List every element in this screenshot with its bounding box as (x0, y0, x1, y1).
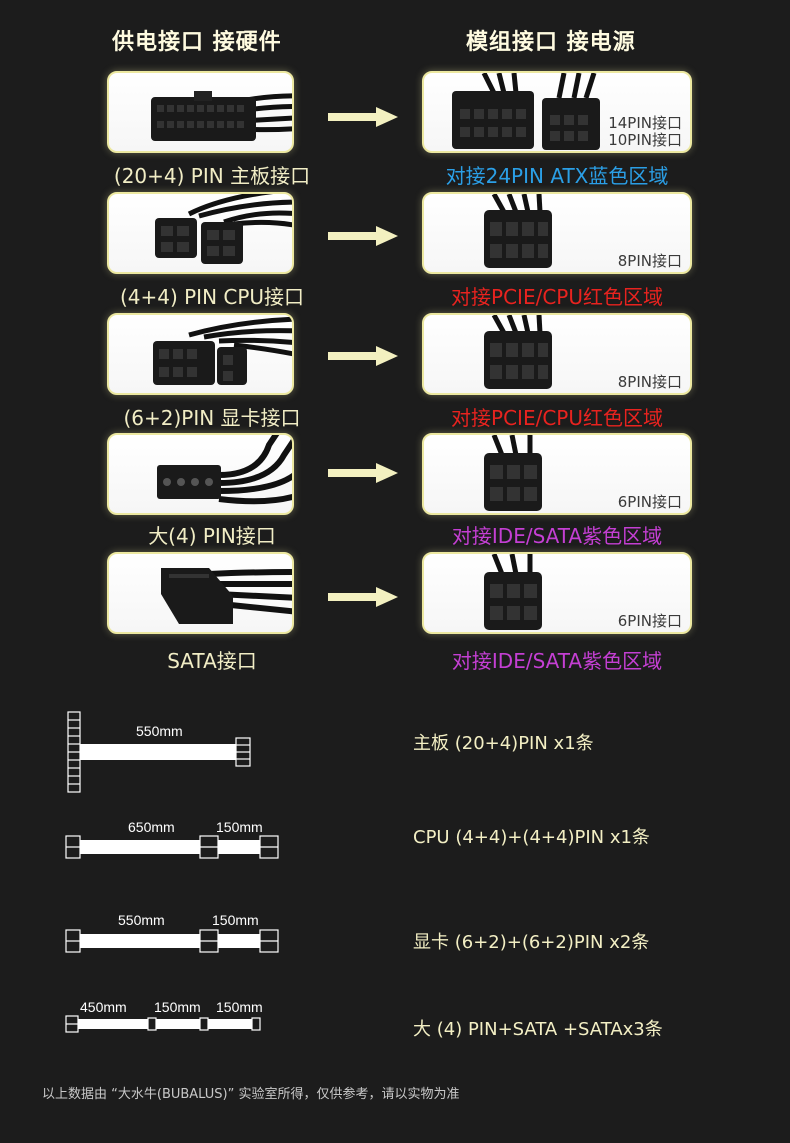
module-6pin-image-b (484, 554, 542, 630)
caption-gpu-target: 对接PCIE/CPU红色区域 (451, 406, 663, 430)
pin-label-8pin-b: 8PIN接口 (617, 373, 682, 391)
arrow-icon (328, 226, 398, 246)
arrow-icon (328, 463, 398, 483)
caption-molex-target: 对接IDE/SATA紫色区域 (451, 524, 663, 548)
cable-diagram-gpu: 550mm 150mm (65, 912, 279, 953)
card-24pin-connector (107, 71, 294, 153)
connector-cpu-image (155, 194, 292, 264)
connector-gpu-image (153, 316, 292, 385)
connector-molex-image (157, 435, 292, 505)
pin-label-14-10: 14PIN接口 10PIN接口 (608, 115, 682, 149)
pin-label-6pin-b: 6PIN接口 (617, 612, 682, 630)
caption-24pin: (20+4) PIN 主板接口 (113, 164, 311, 188)
header-power-side: 供电接口 接硬件 (112, 30, 282, 55)
card-gpu-connector (107, 313, 294, 395)
connector-24pin-image (151, 91, 292, 141)
module-14-10pin-image (452, 73, 600, 150)
cable-diagram-cpu: 650mm 150mm (65, 819, 279, 859)
module-8pin-image-a (484, 194, 552, 268)
card-6pin-module-a: 6PIN接口 (422, 433, 692, 515)
caption-cpu: (4+4) PIN CPU接口 (119, 285, 305, 309)
card-sata-connector (107, 552, 294, 634)
caption-sata-target: 对接IDE/SATA紫色区域 (451, 649, 663, 673)
pin-label-6pin-a: 6PIN接口 (617, 493, 682, 511)
spec-gpu: 显卡 (6+2)+(6+2)PIN x2条 (413, 932, 650, 953)
card-molex-connector (107, 433, 294, 515)
length-label: 550mm (136, 723, 183, 739)
header-module-side: 模组接口 接电源 (466, 30, 636, 55)
card-14-10pin-module: 14PIN接口 10PIN接口 (422, 71, 692, 153)
card-8pin-module-b: 8PIN接口 (422, 313, 692, 395)
module-8pin-image-b (484, 315, 552, 389)
length-label: 150mm (212, 912, 259, 928)
card-6pin-module-b: 6PIN接口 (422, 552, 692, 634)
connector-sata-image (161, 568, 292, 624)
caption-molex: 大(4) PIN接口 (148, 524, 276, 548)
length-label: 450mm (80, 999, 127, 1015)
pin-label-14pin: 14PIN接口 (608, 114, 682, 132)
card-cpu-connector (107, 192, 294, 274)
arrow-icon (328, 587, 398, 607)
spec-cpu: CPU (4+4)+(4+4)PIN x1条 (413, 827, 650, 848)
arrow-icon (328, 346, 398, 366)
caption-sata: SATA接口 (167, 649, 257, 673)
cable-diagram-molex-sata: 450mm 150mm 150mm (65, 999, 263, 1033)
card-8pin-module-a: 8PIN接口 (422, 192, 692, 274)
footer-note: 以上数据由 “大水牛(BUBALUS)” 实验室所得，仅供参考，请以实物为准 (42, 1087, 460, 1102)
length-label: 150mm (216, 819, 263, 835)
pin-label-8pin-a: 8PIN接口 (617, 252, 682, 270)
length-label: 150mm (154, 999, 201, 1015)
caption-cpu-target: 对接PCIE/CPU红色区域 (451, 285, 663, 309)
module-6pin-image-a (484, 435, 542, 511)
arrow-icon (328, 107, 398, 127)
caption-gpu: (6+2)PIN 显卡接口 (123, 406, 301, 430)
pin-label-10pin: 10PIN接口 (608, 131, 682, 149)
spec-molex-sata: 大 (4) PIN+SATA +SATAx3条 (413, 1019, 663, 1040)
length-label: 650mm (128, 819, 175, 835)
cable-diagram-24pin: 550mm (67, 711, 251, 793)
caption-24pin-target: 对接24PIN ATX蓝色区域 (445, 164, 669, 188)
length-label: 150mm (216, 999, 263, 1015)
length-label: 550mm (118, 912, 165, 928)
spec-24pin: 主板 (20+4)PIN x1条 (413, 733, 594, 754)
